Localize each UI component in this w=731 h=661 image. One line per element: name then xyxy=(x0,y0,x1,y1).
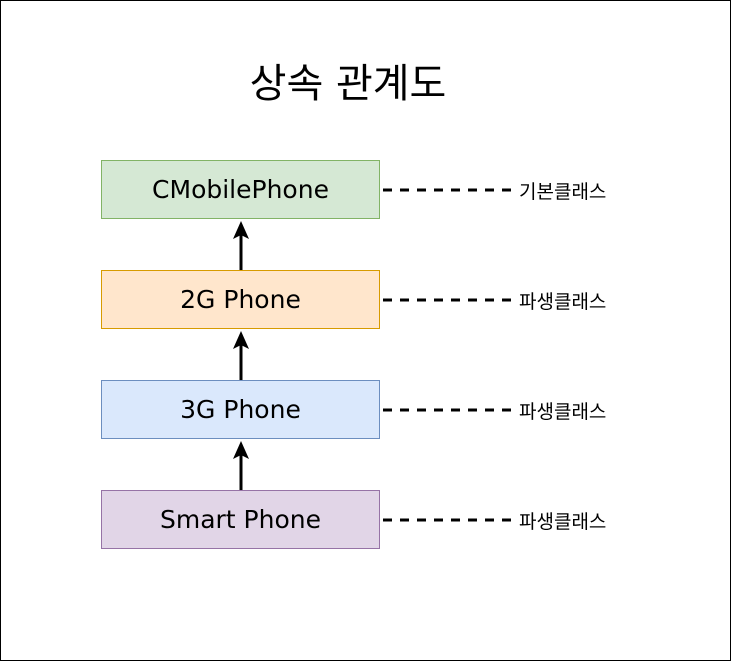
class-box-2g-phone[interactable]: 2G Phone xyxy=(101,270,380,329)
arrowhead-icon xyxy=(233,331,249,349)
class-box-label: 2G Phone xyxy=(180,285,301,314)
role-label-derived-class: 파생클래스 xyxy=(519,511,607,533)
class-box-label: Smart Phone xyxy=(159,505,321,534)
class-box-cmobilephone[interactable]: CMobilePhone xyxy=(101,160,380,219)
class-box-label: CMobilePhone xyxy=(152,175,329,204)
diagram-title: 상속 관계도 xyxy=(249,61,447,107)
role-label-derived-class: 파생클래스 xyxy=(519,401,607,423)
role-label-derived-class: 파생클래스 xyxy=(519,291,607,313)
arrowhead-icon xyxy=(233,221,249,239)
role-label-base-class: 기본클래스 xyxy=(519,181,607,203)
class-box-3g-phone[interactable]: 3G Phone xyxy=(101,380,380,439)
class-box-smart-phone[interactable]: Smart Phone xyxy=(101,490,380,549)
arrowhead-icon xyxy=(233,441,249,459)
class-box-label: 3G Phone xyxy=(180,395,301,424)
